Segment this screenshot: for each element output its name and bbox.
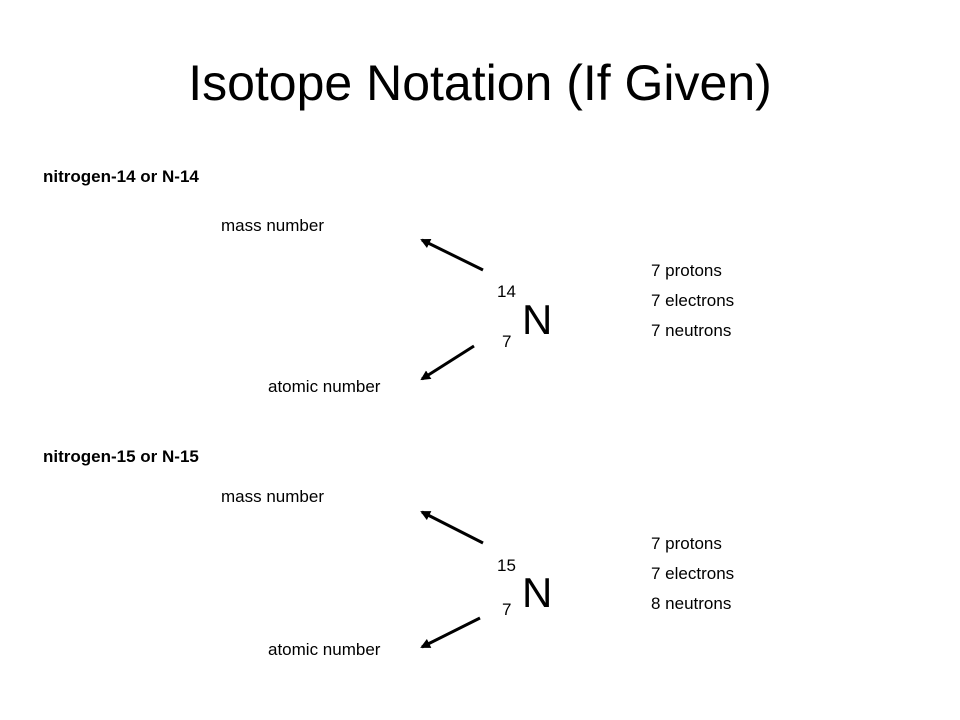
mass-number-value-n14: 14 [497, 282, 516, 301]
atomic-number-label-n14: atomic number [268, 377, 381, 396]
element-symbol-n14: N [522, 296, 553, 343]
arrow-to-mass-number-n14 [420, 238, 484, 272]
neutrons-count-n14: 7 neutrons [651, 321, 732, 340]
atomic-number-value-n14: 7 [502, 332, 512, 351]
element-symbol-n15: N [522, 569, 553, 616]
electrons-count-n15: 7 electrons [651, 564, 735, 583]
particle-counts-n15: 7 protons 7 electrons 8 neutrons [651, 529, 734, 619]
electrons-count-n14: 7 electrons [651, 291, 735, 310]
atomic-number-value-n15: 7 [502, 600, 512, 619]
slide-title: Isotope Notation (If Given) [188, 55, 772, 111]
neutrons-count-n15: 8 neutrons [651, 594, 732, 613]
particle-counts-n14: 7 protons 7 electrons 7 neutrons [651, 256, 734, 346]
protons-count-n15: 7 protons [651, 534, 722, 553]
mass-number-value-n15: 15 [497, 556, 516, 575]
mass-number-label-n15: mass number [221, 487, 324, 506]
arrow-to-atomic-number-n14 [420, 344, 475, 381]
mass-number-label-n14: mass number [221, 216, 324, 235]
arrow-to-atomic-number-n15 [420, 616, 481, 649]
example-heading-n14: nitrogen-14 or N-14 [43, 167, 199, 186]
example-heading-n15: nitrogen-15 or N-15 [43, 447, 199, 466]
protons-count-n14: 7 protons [651, 261, 722, 280]
atomic-number-label-n15: atomic number [268, 640, 381, 659]
arrow-to-mass-number-n15 [420, 510, 484, 545]
